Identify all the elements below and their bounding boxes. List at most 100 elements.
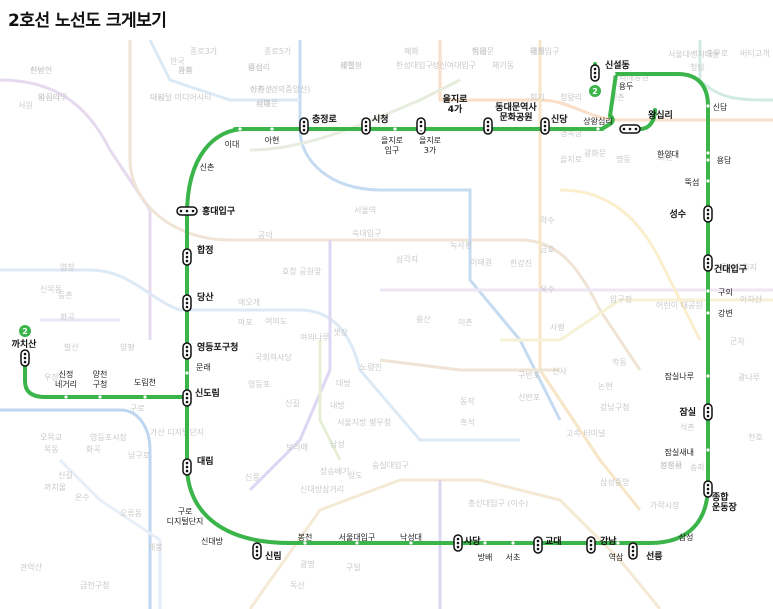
station-label: 홍대입구 xyxy=(202,205,235,217)
station-label: 충정로 xyxy=(312,113,338,125)
station[interactable]: 도림천 xyxy=(134,377,156,399)
transfer-station[interactable]: 신당 xyxy=(540,113,568,135)
transfer-station[interactable]: 잠실 xyxy=(679,403,713,421)
station-label: 문래 xyxy=(196,363,211,372)
transfer-station[interactable]: 왕십리 xyxy=(619,109,673,134)
background-label: 청담 xyxy=(690,62,705,72)
station[interactable]: 구의 xyxy=(706,287,733,297)
background-label: 송파 xyxy=(690,463,705,472)
station[interactable]: 역삼 xyxy=(609,541,624,562)
station-label: 잠실새내 xyxy=(665,447,694,457)
station[interactable]: 상왕십리 xyxy=(583,116,613,131)
transfer-station[interactable]: 신림 xyxy=(252,542,282,562)
background-label: 장한평 xyxy=(340,60,362,70)
background-label: 먹골 xyxy=(472,46,487,56)
station[interactable]: 신촌 xyxy=(185,163,214,172)
transfer-station[interactable]: 신도림 xyxy=(182,387,220,407)
background-label: 회현 xyxy=(658,153,673,162)
background-label: 안국 xyxy=(170,56,185,66)
background-label: 서울대벤처타운 xyxy=(668,49,720,59)
background-label: 여의도 xyxy=(265,316,287,326)
background-label: 녹사평 xyxy=(450,240,472,250)
background-label: 답십리 xyxy=(248,62,270,72)
station-label: 봉천 xyxy=(298,532,313,542)
transfer-station[interactable]: 강남 xyxy=(586,535,617,554)
background-label: 신사 xyxy=(552,367,567,376)
station[interactable]: 방배 xyxy=(478,541,493,562)
background-label: 대방 xyxy=(336,378,351,388)
background-label: 구로 xyxy=(130,404,145,413)
transfer-station[interactable]: 성수 xyxy=(669,205,713,223)
station[interactable]: 낙성대 xyxy=(400,532,422,545)
transfer-station[interactable]: 당산 xyxy=(182,291,214,312)
transfer-station[interactable]: 합정 xyxy=(182,244,214,266)
station-label: 강남 xyxy=(600,535,617,547)
station[interactable]: 봉천 xyxy=(298,532,313,545)
station-label: 강변 xyxy=(718,308,733,318)
svg-text:2: 2 xyxy=(592,87,598,96)
station[interactable]: 잠실나루 xyxy=(665,371,710,381)
background-label: 화곡 xyxy=(86,445,101,454)
background-label: 구반포 xyxy=(518,371,540,380)
station[interactable]: 문래 xyxy=(185,363,211,375)
transfer-station[interactable]: 까치산 xyxy=(12,338,38,367)
background-label: 독산 xyxy=(290,580,305,590)
background-label: 강남구청 xyxy=(600,402,629,412)
transfer-station[interactable]: 교대 xyxy=(533,535,562,554)
station-label: 교대 xyxy=(545,535,562,547)
transfer-station[interactable]: 대림 xyxy=(182,455,214,476)
station[interactable]: 이대 xyxy=(225,127,242,149)
transfer-station[interactable]: 건대입구 xyxy=(703,254,747,275)
station[interactable]: 뚝섬 xyxy=(685,177,710,187)
svg-text:2: 2 xyxy=(22,327,28,336)
station[interactable]: 삼성 xyxy=(679,521,710,542)
station-label: 대림 xyxy=(197,455,214,467)
station[interactable]: 한양대 xyxy=(657,150,710,159)
station[interactable]: 아현 xyxy=(265,127,280,145)
station-label: 신답 xyxy=(713,102,728,112)
background-label: 애오개 xyxy=(238,297,260,307)
background-label: 뚝섬유원지 xyxy=(720,262,757,272)
station[interactable]: 신답 xyxy=(706,102,728,112)
transfer-station[interactable]: 신설동 xyxy=(590,59,630,82)
background-label: 신반포 xyxy=(518,393,540,402)
station[interactable]: 용답 xyxy=(706,155,732,165)
background-label: 한남 xyxy=(30,66,45,75)
background-label: 온수 xyxy=(75,493,90,502)
station-label: 신림 xyxy=(265,550,282,562)
station[interactable]: 잠실새내 xyxy=(665,447,710,457)
station-label: 신도림 xyxy=(195,387,220,399)
background-label: 삼각지 xyxy=(396,254,418,264)
transfer-station[interactable]: 충정로 xyxy=(299,113,338,135)
station-label: 용두 xyxy=(619,82,634,91)
transfer-station[interactable]: 영등포구청 xyxy=(182,341,238,360)
transfer-station[interactable]: 선릉 xyxy=(628,542,663,562)
station[interactable]: 서울대입구 xyxy=(339,533,376,545)
transfer-station[interactable]: 시청 xyxy=(361,113,389,135)
station-label: 을지로 xyxy=(419,136,441,145)
background-label: 금호 xyxy=(540,245,555,254)
station[interactable]: 신대방 xyxy=(201,534,224,546)
transfer-station[interactable]: 홍대입구 xyxy=(176,205,235,217)
background-label: 아차산 xyxy=(250,84,273,94)
background-label: 발산 xyxy=(64,342,79,352)
station[interactable]: 용두 xyxy=(612,72,633,91)
background-label: 광화문 xyxy=(584,148,606,158)
background-label: 영등포시장 xyxy=(90,432,127,442)
station[interactable]: 서초 xyxy=(506,541,521,562)
transfer-station[interactable]: 사당 xyxy=(453,534,481,552)
background-label: 내방 xyxy=(330,400,345,410)
station-label: 3가 xyxy=(424,146,437,155)
background-label: 보라매공원 xyxy=(612,73,649,82)
station[interactable]: 강변 xyxy=(706,308,733,318)
